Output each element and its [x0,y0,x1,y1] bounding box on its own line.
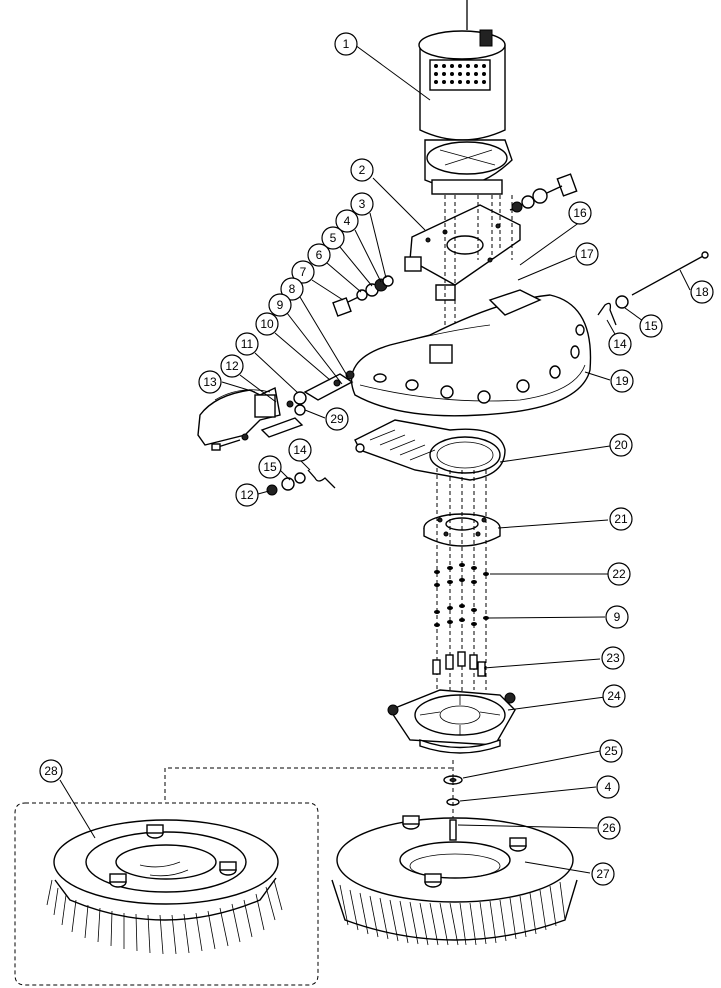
assembly-lines-upper [444,195,513,360]
assembly-lines-middle [436,468,487,695]
svg-text:8: 8 [289,282,296,296]
pad-driver-inset [14,767,453,986]
tension-rod-assembly [597,251,709,326]
callout-20: 20 [609,433,633,457]
linkage-assembly [197,275,394,496]
callout-6: 6 [307,243,331,267]
callout-29: 29 [325,407,349,431]
callout-5: 5 [321,226,345,250]
svg-text:24: 24 [607,689,621,703]
callout-16: 16 [568,201,592,225]
motor-part [418,0,513,195]
svg-text:19: 19 [615,374,629,388]
leader-lines [59,44,691,874]
callout-2: 2 [350,158,374,182]
svg-text:27: 27 [596,867,610,881]
svg-text:25: 25 [604,744,618,758]
svg-text:12: 12 [225,359,239,373]
callout-9: 9 [268,293,292,317]
svg-text:7: 7 [300,265,307,279]
callout-27: 27 [591,862,615,886]
svg-text:6: 6 [316,248,323,262]
svg-text:3: 3 [359,197,366,211]
svg-text:18: 18 [695,285,709,299]
callout-7: 7 [291,260,315,284]
callout-22: 22 [607,562,631,586]
svg-text:5: 5 [330,231,337,245]
svg-text:21: 21 [614,512,628,526]
svg-text:2: 2 [359,163,366,177]
callout-1: 1 [334,32,358,56]
svg-text:14: 14 [293,443,307,457]
callout-25: 25 [599,739,623,763]
svg-text:16: 16 [573,206,587,220]
motor-bolt-assembly [509,173,578,213]
callout-28: 28 [39,759,63,783]
svg-text:15: 15 [644,319,658,333]
svg-text:9: 9 [614,610,621,624]
svg-text:26: 26 [602,821,616,835]
svg-text:14: 14 [613,337,627,351]
brush-part [331,815,578,946]
callout-12b: 12 [235,483,259,507]
washers-bolts-part [432,563,489,677]
callout-18: 18 [690,280,714,304]
svg-text:17: 17 [580,247,594,261]
callout-4: 4 [335,209,359,233]
callout-3: 3 [350,192,374,216]
callout-15a: 15 [258,455,282,479]
callout-21: 21 [609,507,633,531]
callout-19: 19 [610,369,634,393]
callout-24: 24 [602,684,626,708]
svg-text:13: 13 [203,375,217,389]
svg-text:23: 23 [606,651,620,665]
callout-26: 26 [597,816,621,840]
callout-12a: 12 [220,354,244,378]
callout-14a: 14 [288,438,312,462]
svg-text:4: 4 [344,214,351,228]
callout-8: 8 [280,277,304,301]
svg-text:29: 29 [330,412,344,426]
callout-9b: 9 [605,605,629,629]
callout-23: 23 [601,646,625,670]
svg-text:28: 28 [44,764,58,778]
callout-10: 10 [255,312,279,336]
callout-4b: 4 [596,775,620,799]
drive-plate-part [387,689,516,754]
callout-14b: 14 [608,332,632,356]
svg-text:20: 20 [614,438,628,452]
svg-text:15: 15 [263,460,277,474]
center-washer-part [443,760,463,830]
callout-17: 17 [575,242,599,266]
svg-text:22: 22 [612,567,626,581]
mounting-arm-part [354,419,506,481]
svg-text:1: 1 [343,37,350,51]
brush-deck-part [350,289,592,417]
deck-vent-holes [373,324,585,404]
svg-text:4: 4 [605,780,612,794]
callout-13: 13 [198,370,222,394]
svg-text:12: 12 [240,488,254,502]
callout-11: 11 [235,332,259,356]
callout-15b: 15 [639,314,663,338]
svg-text:10: 10 [260,317,274,331]
svg-text:11: 11 [241,337,254,351]
callouts: 1 2 3 4 5 6 7 8 9 10 11 12 13 14 15 12 1… [39,32,714,886]
svg-text:9: 9 [277,298,284,312]
mount-plate-part [404,204,521,301]
